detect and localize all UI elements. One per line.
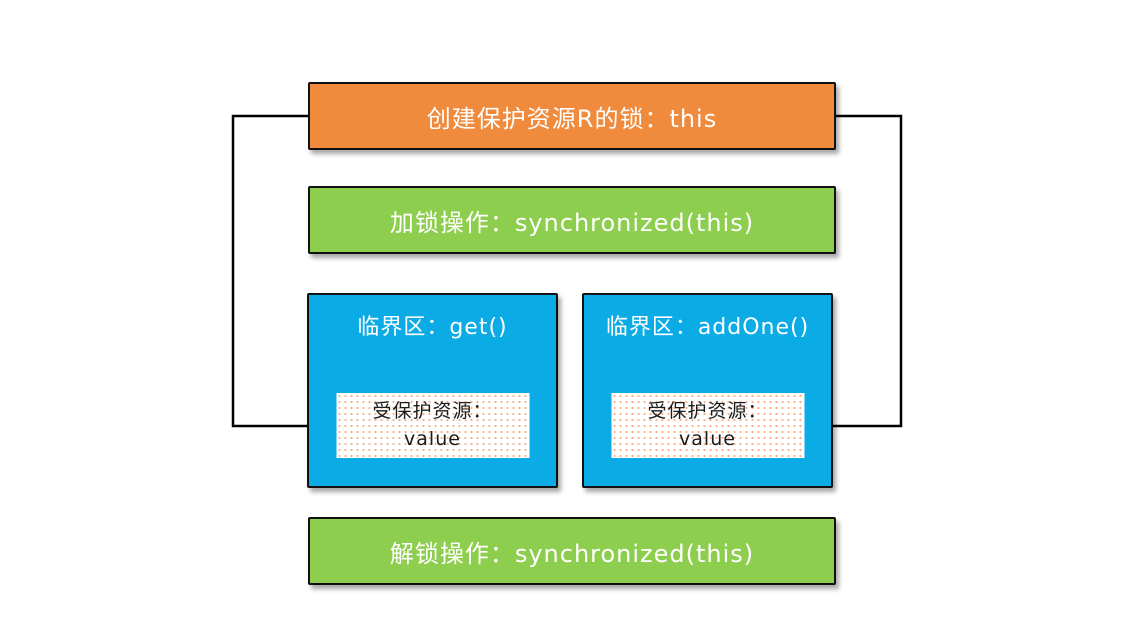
node-create-lock: 创建保护资源R的锁：this	[308, 82, 836, 150]
protected-resource-label: 受保护资源：	[372, 399, 493, 422]
critical-section-get-title: 临界区：get()	[357, 315, 508, 340]
protected-resource-box-addone: 受保护资源： value	[611, 393, 804, 458]
protected-resource-value: value	[679, 427, 736, 450]
node-critical-section-addone: 临界区：addOne() 受保护资源： value	[582, 293, 833, 488]
node-unlock-operation: 解锁操作：synchronized(this)	[308, 517, 836, 585]
node-lock-operation: 加锁操作：synchronized(this)	[308, 186, 836, 254]
protected-resource-label: 受保护资源：	[647, 399, 768, 422]
node-critical-section-get: 临界区：get() 受保护资源： value	[307, 293, 558, 488]
protected-resource-value: value	[404, 427, 461, 450]
critical-section-addone-title: 临界区：addOne()	[605, 315, 810, 340]
protected-resource-box-get: 受保护资源： value	[336, 393, 529, 458]
